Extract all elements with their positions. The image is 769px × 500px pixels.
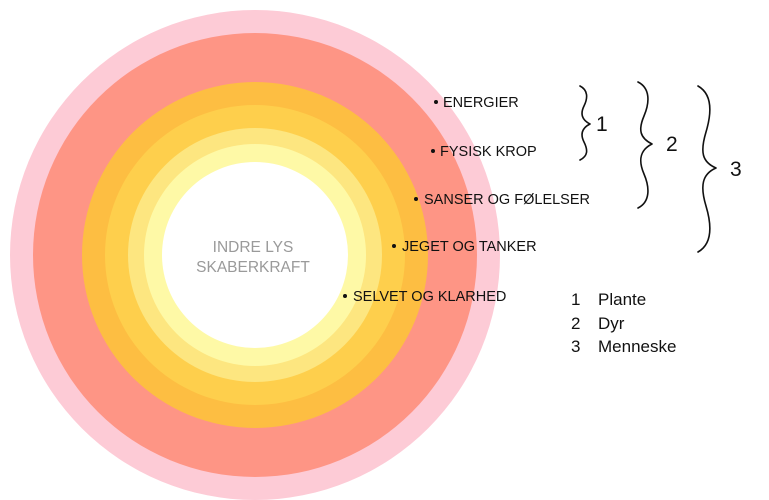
legend-number-1: 1 xyxy=(571,290,580,309)
ring-label-energier: ENERGIER xyxy=(443,95,519,111)
bullet-dot-jeget-og-tanker xyxy=(392,244,396,248)
legend-number-2: 2 xyxy=(571,314,580,333)
ring-stack xyxy=(10,10,500,500)
core-label-line-1: INDRE LYS xyxy=(213,239,294,256)
ring-label-jeget-og-tanker: JEGET OG TANKER xyxy=(402,239,537,255)
core-label-line-2: SKABERKRAFT xyxy=(196,259,310,276)
legend-label-plante: Plante xyxy=(598,290,646,309)
bullet-dot-fysisk-krop xyxy=(431,149,435,153)
bullet-dot-energier xyxy=(434,100,438,104)
ring-label-fysisk-krop: FYSISK KROP xyxy=(440,144,537,160)
brace-number-3: 3 xyxy=(730,158,742,181)
curly-brace-3 xyxy=(697,85,717,253)
curly-brace-1 xyxy=(579,85,591,161)
brace-number-1: 1 xyxy=(596,113,608,136)
legend-number-3: 3 xyxy=(571,337,580,356)
ring-label-selvet-og-klarhed: SELVET OG KLARHED xyxy=(353,289,506,305)
bullet-dot-sanser-og-folelser xyxy=(414,197,418,201)
legend: 1 Plante 2 Dyr 3 Menneske xyxy=(571,290,676,356)
legend-label-menneske: Menneske xyxy=(598,337,676,356)
curly-brace-2 xyxy=(637,81,653,209)
bullet-dot-selvet-og-klarhed xyxy=(343,294,347,298)
brace-number-2: 2 xyxy=(666,133,678,156)
legend-label-dyr: Dyr xyxy=(598,314,625,333)
core-light xyxy=(162,162,348,348)
ring-label-sanser-og-folelser: SANSER OG FØLELSER xyxy=(424,192,590,208)
